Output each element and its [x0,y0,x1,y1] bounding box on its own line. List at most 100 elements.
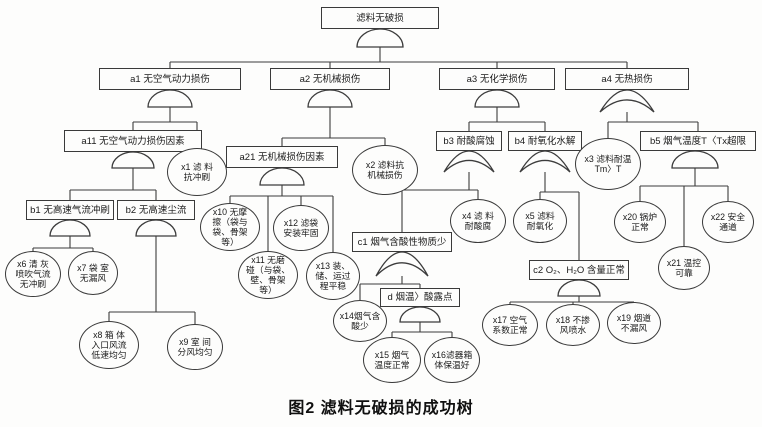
node-label-line: x17 空气 [492,315,528,325]
node-label-line: x11 无磨 [251,255,285,265]
basic-event-circle-x13: x13 装、储、运过程平稳 [306,252,360,300]
basic-event-circle-x19: x19 烟道不漏风 [607,302,661,344]
basic-event-circle-x17: x17 空气系数正常 [482,304,538,346]
node-label-line: 通道 [719,222,737,232]
event-box-top: 滤料无破损 [321,7,439,29]
event-box-a11: a11 无空气动力损伤因素 [64,130,202,152]
event-box-d: d 烟温〉酸露点 [380,288,460,307]
or-gate-gb4 [519,150,571,173]
node-label-line: 不漏风 [620,323,648,333]
node-label-line: a2 无机械损伤 [299,73,361,85]
node-label-line: c1 烟气含酸性物质少 [357,236,447,248]
event-box-b2: b2 无高速尘流 [117,200,195,220]
basic-event-circle-x11: x11 无磨碰（与袋、壁、骨架等） [238,251,298,299]
node-label-line: 酸少 [351,321,369,331]
node-label-line: 耐氧化 [526,221,554,231]
basic-event-circle-x16: x16滤器箱体保温好 [424,337,480,383]
node-label-line: 耐酸腐 [464,221,492,231]
basic-event-circle-x2: x2 滤料抗机械损伤 [352,145,418,195]
node-label-line: x12 滤袋 [283,218,319,228]
node-label-line: a3 无化学损伤 [466,73,528,85]
node-label-line: 正常 [631,222,649,232]
basic-event-circle-x10: x10 无摩擦（袋与袋、骨架等） [200,203,260,251]
basic-event-circle-x5: x5 滤料耐氧化 [513,199,567,243]
event-box-b3: b3 耐酸腐蚀 [436,131,502,151]
node-label-line: 袋、骨架 [212,227,248,237]
node-label-line: 滤料无破损 [356,12,404,24]
basic-event-circle-x12: x12 滤袋安装牢固 [273,205,329,251]
event-box-a4: a4 无热损伤 [565,68,689,90]
event-box-b5: b5 烟气温度T〈Tx超限 [640,131,756,151]
node-label-line: 等） [259,285,277,295]
and-gate-gb1 [49,219,91,237]
node-label-line: x7 袋 室 [77,263,109,273]
node-label-line: 系数正常 [492,325,528,335]
node-label-line: x13 装、 [315,261,351,271]
node-label-line: x10 无摩 [212,207,248,217]
basic-event-circle-x18: x18 不掺风喷水 [546,304,600,346]
or-gate-gc1 [375,251,429,277]
basic-event-circle-x21: x21 温控可靠 [658,246,710,290]
node-label-line: 抗冲刷 [183,172,211,182]
node-label-line: 擦（袋与 [212,217,248,227]
node-label-line: x19 烟道 [616,313,652,323]
event-box-b1: b1 无高速气流冲刷 [26,200,114,220]
event-box-a2: a2 无机械损伤 [270,68,390,90]
and-gate-ga11 [111,151,155,169]
and-gate-ga21 [259,167,305,186]
and-gate-ga3 [474,89,520,108]
basic-event-circle-x20: x20 锅炉正常 [614,201,666,243]
node-label-line: x5 滤料 [525,211,555,221]
node-label-line: 入口风流 [91,340,127,350]
node-label-line: 温度正常 [374,360,410,370]
event-box-b4: b4 耐氧化水解 [508,131,582,151]
and-gate-ga2 [307,89,353,108]
node-label-line: b2 无高速尘流 [125,204,187,216]
basic-event-circle-x8: x8 箱 体入口风流低速均匀 [79,321,139,369]
node-label-line: 程平稳 [319,281,347,291]
node-label-line: 风喷水 [559,325,587,335]
figure-caption: 图2 滤料无破损的成功树 [288,400,474,417]
node-label-line: 机械损伤 [367,170,403,180]
node-label-line: 喷吹气流 [15,269,51,279]
basic-event-circle-x4: x4 滤 料耐酸腐 [450,199,506,243]
node-label-line: x9 室 间 [179,337,211,347]
node-label-line: c2 O₂、H₂O 含量正常 [533,264,625,276]
node-label-line: b4 耐氧化水解 [514,135,576,147]
node-label-line: d 烟温〉酸露点 [387,292,453,303]
node-label-line: x14烟气含 [339,311,381,321]
node-label-line: Tm〉T [594,164,622,174]
basic-event-circle-x14: x14烟气含酸少 [333,300,387,342]
basic-event-circle-x9: x9 室 间分风均匀 [167,324,223,370]
node-label-line: 低速均匀 [91,350,127,360]
and-gate-gc2 [557,279,601,297]
event-box-c1: c1 烟气含酸性物质少 [352,232,452,252]
or-gate-ga4 [599,89,655,113]
node-label-line: 储、运过 [315,271,351,281]
basic-event-circle-x15: x15 烟气温度正常 [363,337,421,383]
node-label-line: 壁、骨架 [250,275,286,285]
and-gate-gd [399,306,441,323]
node-label-line: x15 烟气 [374,350,410,360]
node-label-line: x20 锅炉 [622,212,658,222]
and-gate-gb5 [671,150,719,169]
node-label-line: x1 滤 料 [181,162,213,172]
event-box-c2: c2 O₂、H₂O 含量正常 [529,260,629,280]
basic-event-circle-x1: x1 滤 料抗冲刷 [167,148,227,196]
node-label-line: 无冲刷 [19,279,47,289]
node-label-line: x21 温控 [666,258,702,268]
basic-event-circle-x22: x22 安全通道 [702,201,754,243]
node-label-line: x16滤器箱 [431,350,473,360]
basic-event-circle-x7: x7 袋 室无漏风 [68,251,118,295]
node-label-line: 分风均匀 [177,347,213,357]
node-label-line: b5 烟气温度T〈Tx超限 [649,135,747,147]
node-label-line: x8 箱 体 [93,330,125,340]
event-box-a3: a3 无化学损伤 [439,68,555,90]
and-gate-g0 [356,28,404,48]
node-label-line: x6 清 灰 [17,259,49,269]
node-label-line: a21 无机械损伤因素 [239,151,325,163]
node-label-line: 体保温好 [434,360,470,370]
node-label-line: a11 无空气动力损伤因素 [81,135,185,147]
